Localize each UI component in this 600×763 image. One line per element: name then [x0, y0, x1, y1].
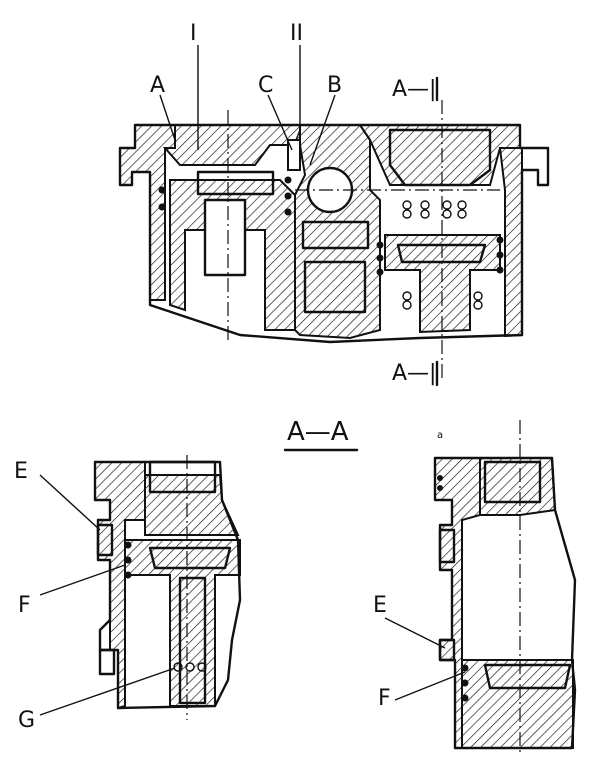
br-piston-head — [483, 663, 572, 690]
label-F-right: F — [378, 686, 391, 711]
bl-wall-hatch — [94, 461, 146, 710]
label-mark-small: a — [437, 430, 443, 441]
leader-C — [267, 94, 293, 151]
section-title: A—A — [287, 417, 349, 447]
bl-bolt-upper — [96, 523, 114, 557]
label-II: II — [290, 21, 303, 46]
bl-bolt-lower — [98, 648, 116, 676]
bottom-right-view — [384, 420, 577, 755]
label-G: G — [18, 708, 35, 733]
right-piston-hatch — [384, 234, 501, 334]
right-cap-hatch — [358, 124, 521, 186]
leader-E-right — [384, 617, 446, 649]
br-bolt-upper — [438, 528, 456, 564]
leader-II — [295, 45, 301, 141]
bl-stem — [178, 576, 207, 705]
leader-F-right — [394, 671, 466, 701]
stem-I — [203, 198, 247, 277]
br-o-rings — [437, 475, 469, 702]
br-bolt-lower — [438, 638, 456, 662]
right-wall-hatch — [498, 147, 523, 338]
port-upper — [301, 220, 370, 250]
br-cap-void — [483, 460, 542, 504]
leader-F-left — [39, 564, 126, 596]
label-A-left: A — [150, 73, 165, 98]
leader-A — [159, 94, 176, 141]
right-cap-recess — [388, 128, 492, 187]
port-lower — [303, 260, 367, 314]
leader-E-left — [39, 474, 101, 531]
bl-cap-void — [148, 460, 217, 494]
spring-coils-right — [402, 200, 483, 310]
top-cap-hatch — [162, 124, 301, 166]
leader-G — [39, 667, 176, 716]
bl-piston-hatch — [124, 539, 241, 707]
br-piston-hatch — [461, 659, 574, 749]
label-I: I — [190, 21, 197, 46]
leader-B — [309, 94, 336, 166]
o-rings-top — [158, 176, 504, 276]
top-section-view — [118, 45, 550, 387]
piston-block-hatch — [169, 179, 296, 331]
label-F-left: F — [18, 593, 31, 618]
bottom-left-view — [39, 455, 242, 720]
label-A-top: A—| — [392, 77, 436, 102]
bl-piston-head — [148, 546, 232, 570]
label-E-right: E — [373, 593, 387, 618]
right-piston-head — [396, 243, 487, 264]
bl-o-rings — [124, 541, 207, 672]
label-A-bottom: A—| — [392, 361, 436, 386]
label-B: B — [327, 73, 342, 98]
piston-I — [196, 170, 275, 196]
bl-cap-hatch — [144, 474, 240, 536]
label-E-left: E — [14, 459, 28, 484]
br-cap-hatch — [479, 457, 557, 516]
label-C: C — [258, 73, 273, 98]
